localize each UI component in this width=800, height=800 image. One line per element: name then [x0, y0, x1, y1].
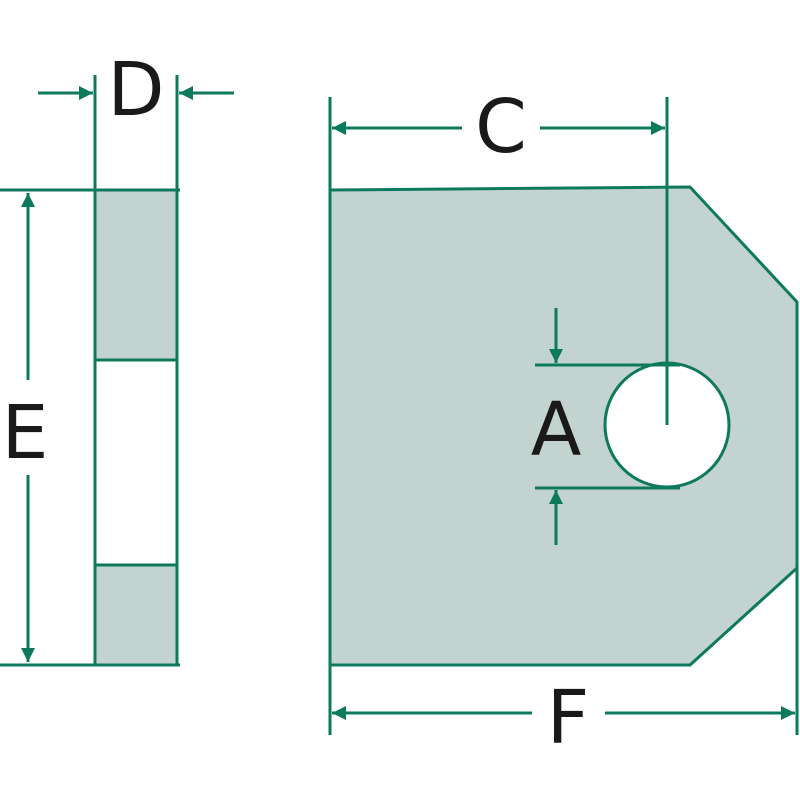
dimension-a: A — [531, 308, 680, 545]
dimension-c: C — [332, 84, 665, 170]
side-view-bottom-section — [95, 565, 177, 665]
dimension-d-label: D — [108, 47, 165, 133]
dimension-e-label: E — [2, 390, 49, 476]
dimension-d: D — [38, 47, 234, 133]
dimension-a-label: A — [531, 387, 582, 473]
side-view-top-section — [95, 190, 177, 360]
dimension-c-label: C — [475, 84, 527, 170]
dimension-f-label: F — [547, 675, 590, 761]
dimension-f: F — [332, 675, 795, 761]
dimension-e: E — [2, 193, 49, 662]
side-view — [0, 75, 180, 667]
front-view — [328, 97, 799, 735]
